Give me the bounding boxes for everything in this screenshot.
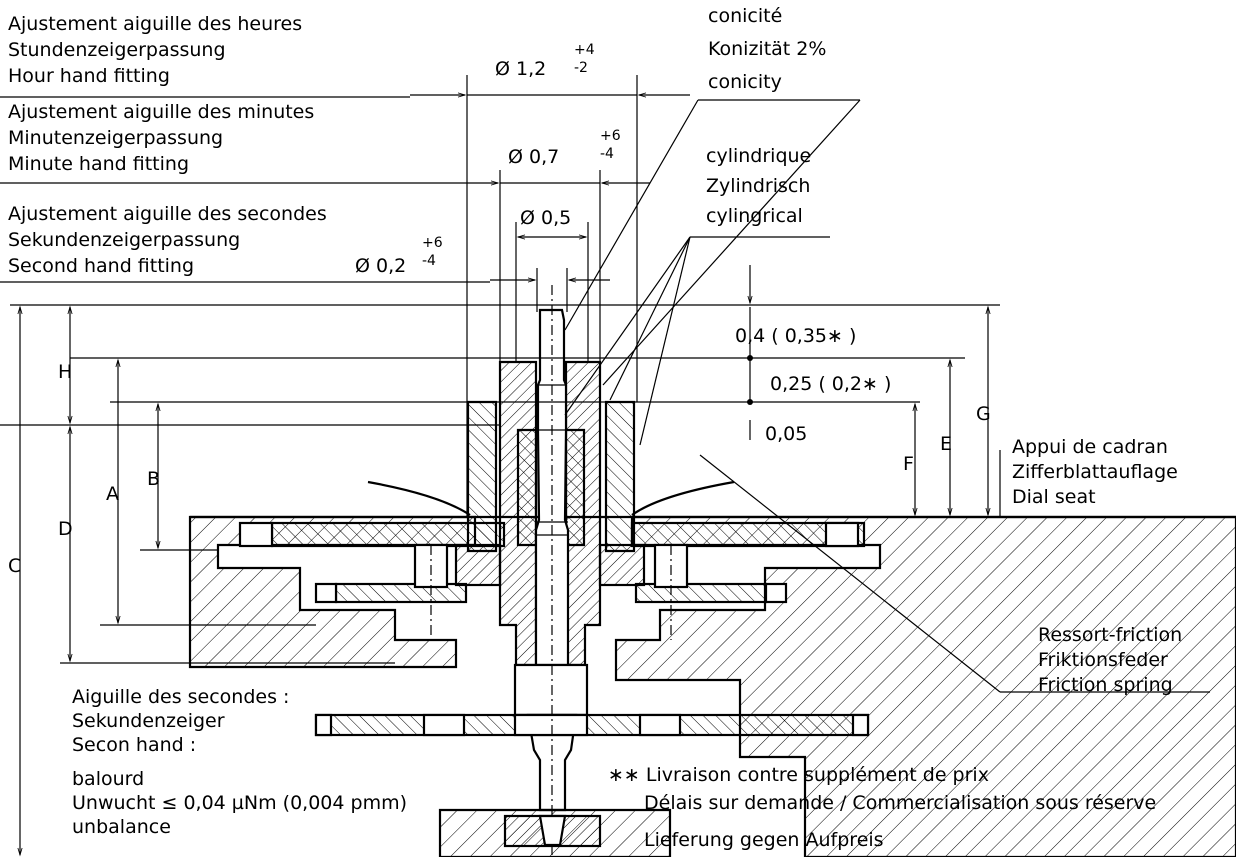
bore-dim: Ø 0,5 (520, 207, 571, 229)
dial-train (238, 360, 866, 667)
minute-fitting-fr: Ajustement aiguille des minutes (8, 101, 314, 123)
unbalance-de: Unwucht ≤ 0,04 µNm (0,004 pmm) (72, 792, 407, 814)
dial-seat-de: Zifferblattauflage (1012, 461, 1178, 483)
dim-letter-a: A (106, 483, 119, 505)
dim-letter-d: D (58, 518, 73, 540)
notes: ∗∗ Livraison contre supplément de prix D… (608, 764, 1156, 851)
hour-fitting-en: Hour hand fitting (8, 65, 170, 87)
hour-fitting-de: Stundenzeigerpassung (8, 39, 226, 61)
hour-dim: Ø 1,2 (495, 58, 546, 80)
dim-letter-e: E (940, 433, 952, 455)
second-hand-de: Sekundenzeiger (72, 710, 225, 732)
cylindrical-fr: cylindrique (706, 145, 811, 167)
hour-fitting-fr: Ajustement aiguille des heures (8, 13, 302, 35)
hour-tol-plus: +4 (574, 42, 595, 58)
second-dim: Ø 0,2 (355, 255, 406, 277)
cylindrical-en: cylingrical (706, 205, 803, 227)
dim-letter-g: G (976, 403, 991, 425)
cylindrical-labels: cylindrique Zylindrisch cylingrical (706, 145, 811, 227)
second-hand-labels: Aiguille des secondes : Sekundenzeiger S… (72, 686, 289, 756)
friction-spring-en: Friction spring (1038, 674, 1173, 696)
second-fitting-fr: Ajustement aiguille des secondes (8, 203, 327, 225)
conicity-labels: conicité Konizität 2% conicity (708, 5, 826, 93)
unbalance-fr: balourd (72, 768, 144, 790)
conicity-en: conicity (708, 71, 782, 93)
second-fitting-de: Sekundenzeigerpassung (8, 229, 240, 251)
minute-dim: Ø 0,7 (508, 146, 559, 168)
second-hand-fr: Aiguille des secondes : (72, 686, 289, 708)
dial-seat-fr: Appui de cadran (1012, 436, 1168, 458)
note-line-3: Lieferung gegen Aufpreis (644, 829, 884, 851)
friction-spring-de: Friktionsfeder (1038, 649, 1168, 671)
dim-letter-b: B (147, 468, 160, 490)
mid-gap-label: 0,25 ( 0,2∗ ) (770, 373, 891, 395)
center-arbor (314, 285, 870, 857)
second-hand-en: Secon hand : (72, 734, 196, 756)
conicity-fr: conicité (708, 5, 782, 27)
friction-spring-shape (367, 480, 735, 516)
minute-tol-plus: +6 (600, 128, 621, 144)
conicity-de: Konizität 2% (708, 38, 826, 60)
unbalance-labels: balourd Unwucht ≤ 0,04 µNm (0,004 pmm) u… (72, 768, 407, 838)
hour-fitting-labels: Ajustement aiguille des heures Stundenze… (8, 13, 595, 87)
cylindrical-de: Zylindrisch (706, 175, 810, 197)
minute-fitting-de: Minutenzeigerpassung (8, 127, 223, 149)
dial-seat-labels: Appui de cadran Zifferblattauflage Dial … (1012, 436, 1178, 508)
top-gap-label: 0,4 ( 0,35∗ ) (735, 325, 856, 347)
minute-tol-minus: -4 (600, 146, 614, 162)
small-gap-label: 0,05 (765, 423, 807, 445)
dim-letter-c: C (8, 555, 21, 577)
second-tol-minus: -4 (422, 253, 436, 269)
note-line-1: ∗∗ Livraison contre supplément de prix (608, 764, 989, 786)
friction-spring-fr: Ressort-friction (1038, 624, 1182, 646)
unbalance-en: unbalance (72, 816, 171, 838)
jewel-block (438, 808, 672, 857)
dimension-labels: 0,4 ( 0,35∗ ) 0,25 ( 0,2∗ ) 0,05 H A B C… (8, 325, 991, 577)
second-fitting-en: Second hand fitting (8, 255, 194, 277)
second-fitting-labels: Ajustement aiguille des secondes Sekunde… (8, 203, 571, 277)
second-tol-plus: +6 (422, 235, 443, 251)
friction-spring-labels: Ressort-friction Friktionsfeder Friction… (1038, 624, 1182, 696)
dial-seat-en: Dial seat (1012, 486, 1096, 508)
hour-tol-minus: -2 (574, 60, 588, 76)
minute-fitting-en: Minute hand fitting (8, 153, 189, 175)
note-line-2: Délais sur demande / Commercialisation s… (644, 792, 1156, 814)
minute-fitting-labels: Ajustement aiguille des minutes Minutenz… (8, 101, 621, 175)
dim-letter-f: F (903, 453, 914, 475)
dimension-lines (0, 75, 1210, 857)
dim-letter-h: H (58, 361, 72, 383)
